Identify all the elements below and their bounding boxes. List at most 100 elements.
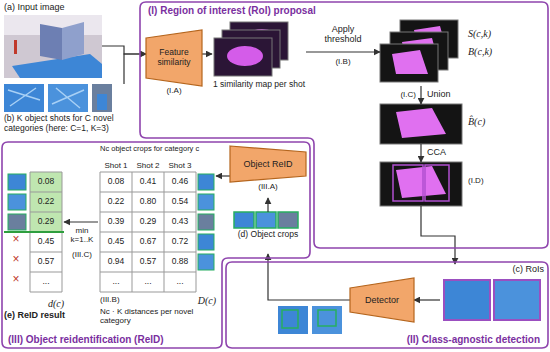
table-cell: 0.43 [164, 217, 196, 227]
label-slot: 0.29 [132, 217, 164, 227]
table-cell: 0.45 [100, 237, 132, 247]
cut-line [4, 231, 64, 233]
label-slot: 0.54 [164, 197, 196, 207]
flow-arrow [306, 51, 380, 52]
object-crop [234, 212, 254, 228]
table-crop [198, 194, 214, 210]
annotation: Nc · K distances per novel category [100, 307, 218, 325]
region: (II) Class-agnostic detection(c) RoIsDet… [226, 262, 548, 348]
region-border [2, 142, 310, 348]
label-slot: 0.45 [30, 237, 62, 247]
panel-caption: 1 similarity map per shot [212, 80, 306, 90]
label-slot: 0.88 [164, 257, 196, 267]
trapezoid-outline [230, 146, 306, 198]
roi-crop [444, 280, 490, 320]
reject-mark: × [6, 233, 26, 247]
object-crop [256, 212, 276, 228]
region: (I) Region of interest (RoI) proposalFea… [140, 2, 548, 248]
flow-arrow [64, 221, 98, 222]
table-cell: 0.67 [132, 237, 164, 247]
panel-caption: (c) RoIs [440, 264, 544, 274]
math-symbol: B(c,k) [468, 46, 510, 58]
image-panel: B̂(c) [380, 104, 510, 144]
object-shot [4, 84, 44, 112]
flow-arrow [202, 53, 212, 54]
trapezoid-shape [230, 146, 306, 182]
label-slot: 0.80 [132, 197, 164, 207]
image-panel: (b) K object shots for C novel categorie… [4, 84, 138, 138]
step-id: (I.A) [146, 86, 202, 95]
result-cell: ... [30, 277, 62, 287]
table-cell: 0.41 [132, 177, 164, 187]
image-panel: S(c,k)B(c,k) [380, 20, 510, 86]
detection-box [318, 310, 336, 326]
mask-region [392, 50, 428, 74]
trapezoid-outline [146, 30, 202, 100]
process-trapezoid: Feature similarity(I.A) [146, 30, 202, 100]
label-slot: (III.C) [64, 250, 100, 259]
union-mask [380, 104, 462, 144]
block-label: Detector [350, 278, 414, 322]
table-cell: 0.72 [164, 237, 196, 247]
region-outline [140, 2, 548, 248]
result-crop [8, 214, 26, 230]
result-cell: 0.08 [30, 177, 62, 187]
panel-caption: (e) ReID result [4, 310, 64, 320]
table-header: Shot 2 [132, 161, 164, 170]
threshold-mask [380, 44, 438, 82]
trapezoid-outline [350, 278, 414, 322]
table-cell: 0.08 [100, 177, 132, 187]
image-panel: (I.D) [380, 162, 510, 206]
reject-mark: × [6, 273, 26, 287]
detection-crop [312, 306, 342, 334]
panel-caption: (d) Object crops [230, 230, 306, 240]
label-slot: × [6, 273, 26, 287]
table-crop [198, 214, 214, 230]
shot-object [97, 94, 107, 110]
label-slot: (I.B) [322, 57, 364, 66]
label-slot: 0.22 [100, 197, 132, 207]
shot-texture [52, 88, 84, 108]
label-slot: 0.08 [100, 177, 132, 187]
label-slot: (I.C) [384, 90, 416, 99]
region: (III) Object reidentification (ReID)Obje… [2, 142, 310, 348]
table-cell: 0.80 [132, 197, 164, 207]
label-slot: 0.22 [30, 197, 62, 207]
table-crop [198, 174, 214, 190]
table-cell: 0.88 [164, 257, 196, 267]
mask-region [396, 108, 446, 138]
block-label: Feature similarity [146, 30, 202, 86]
trapezoid-shape [146, 30, 202, 86]
region-border [226, 262, 548, 348]
process-trapezoid: Object ReID(III.A) [230, 146, 306, 198]
image-panel: (a) Input image [4, 2, 102, 80]
flow-arrow [420, 86, 421, 104]
label-slot: × [6, 233, 26, 247]
label-slot: 0.29 [30, 217, 62, 227]
label-slot: 0.46 [164, 177, 196, 187]
label-slot: Shot 2 [132, 161, 164, 170]
reject-mark: × [6, 253, 26, 267]
edge-label: Union [427, 89, 451, 99]
label-slot: 0.57 [30, 257, 62, 267]
flow-arrow [420, 144, 421, 162]
label-slot: Nc · K distances per novel category [100, 307, 218, 325]
math-symbol: D(c) [198, 295, 216, 307]
step-id: (I.C) [384, 90, 416, 99]
result-cell: 0.45 [30, 237, 62, 247]
edge-label: Apply threshold [312, 24, 374, 45]
step-id: (I.B) [322, 57, 364, 66]
table-crop [198, 234, 214, 250]
label-slot: 0.57 [132, 257, 164, 267]
step-id: (III.B) [100, 295, 120, 304]
label-slot: ... [30, 277, 62, 287]
similarity-blob [227, 46, 263, 66]
flow-arrow [267, 198, 268, 212]
flow-arrow [421, 206, 455, 264]
label-slot: 0.67 [132, 237, 164, 247]
table-cell: ... [164, 277, 196, 287]
edge-label: CCA [427, 147, 446, 157]
result-column: d(c)(e) ReID result [4, 172, 64, 320]
